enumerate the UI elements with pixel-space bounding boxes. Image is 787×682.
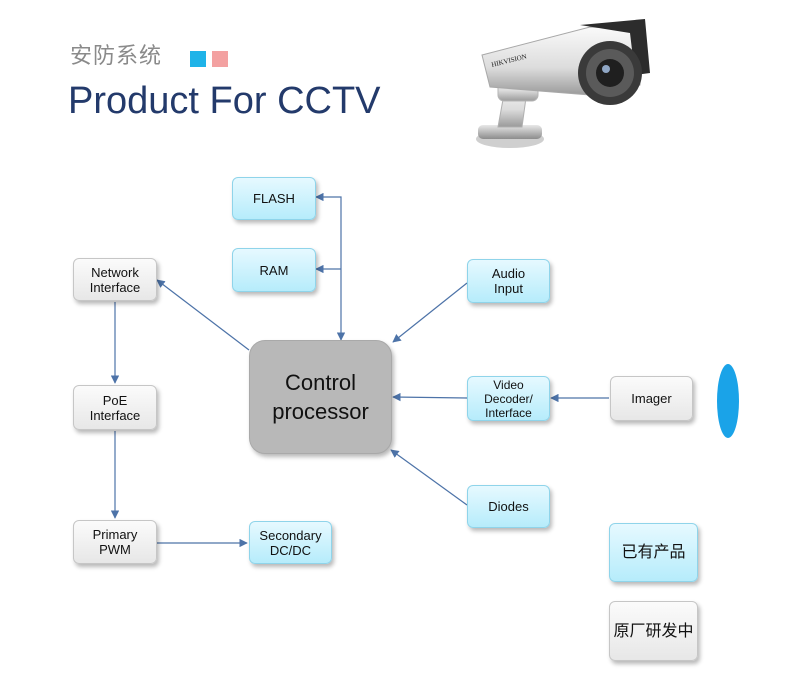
page-title: Product For CCTV (68, 80, 381, 122)
imager-block: Imager (610, 376, 693, 421)
imager-label: Imager (631, 391, 672, 406)
arrow-processor-to-flash (315, 192, 346, 341)
arrow-processor-to-network (156, 279, 250, 351)
accent-square-blue (190, 51, 206, 67)
legend-in-development-label: 原厂研发中 (613, 622, 694, 640)
diodes-label: Diodes (488, 499, 529, 514)
control-processor-block: Control processor (249, 340, 392, 454)
audio-input-label: Audio Input (491, 266, 526, 296)
control-processor-label: Control processor (272, 370, 369, 424)
legend-existing-product: 已有产品 (609, 523, 698, 582)
accent-square-pink (212, 51, 228, 67)
lens-icon (717, 364, 739, 438)
diodes-block: Diodes (467, 485, 550, 528)
secondary-dcdc-block: Secondary DC/DC (249, 521, 332, 564)
primary-pwm-label: Primary PWM (92, 527, 138, 557)
network-interface-label: Network Interface (89, 264, 141, 295)
legend-existing-label: 已有产品 (621, 544, 686, 561)
ram-block: RAM (232, 248, 316, 292)
secondary-dcdc-label: Secondary DC/DC (259, 527, 322, 558)
audio-input-block: Audio Input (467, 259, 550, 303)
arrow-diodes-to-processor (390, 449, 468, 506)
flash-block: FLASH (232, 177, 316, 220)
legend-in-development: 原厂研发中 (609, 601, 698, 661)
arrow-audio-to-processor (392, 282, 468, 343)
poe-interface-label: PoE Interface (89, 392, 141, 423)
network-interface-block: Network Interface (73, 258, 157, 301)
flash-label: FLASH (253, 191, 295, 206)
subtitle: 安防系统 (70, 44, 163, 69)
primary-pwm-block: Primary PWM (73, 520, 157, 564)
video-decoder-block: Video Decoder/ Interface (467, 376, 550, 421)
ram-label: RAM (259, 262, 289, 278)
video-decoder-label: Video Decoder/ Interface (484, 377, 533, 420)
poe-interface-block: PoE Interface (73, 385, 157, 430)
cctv-camera-image: HIKVISION (476, 19, 650, 148)
arrow-video-to-processor (392, 392, 468, 402)
